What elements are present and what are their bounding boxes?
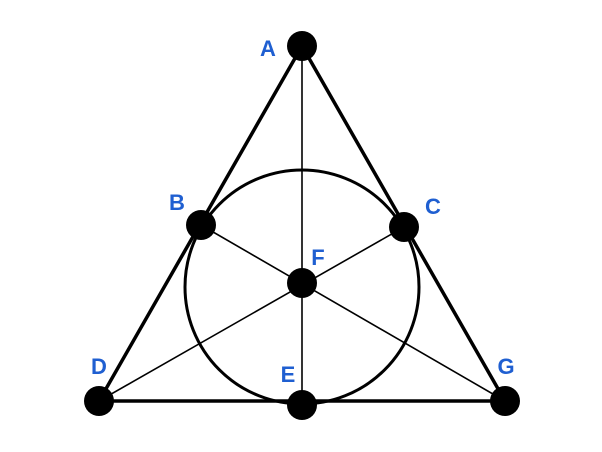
line-b-g xyxy=(200,224,506,402)
nodes-layer xyxy=(84,31,520,420)
node-c xyxy=(389,212,419,242)
node-label-c: C xyxy=(425,194,441,219)
node-label-b: B xyxy=(169,190,185,215)
node-label-f: F xyxy=(311,245,324,270)
lines-layer xyxy=(97,44,507,406)
node-label-a: A xyxy=(260,36,276,61)
line-c-d xyxy=(98,226,405,402)
node-label-e: E xyxy=(281,362,296,387)
node-label-d: D xyxy=(91,354,107,379)
labels-layer: A B C D E F G xyxy=(91,36,515,387)
node-f xyxy=(287,268,317,298)
node-g xyxy=(490,386,520,416)
node-d xyxy=(84,386,114,416)
node-e xyxy=(287,390,317,420)
node-label-g: G xyxy=(497,354,514,379)
node-b xyxy=(186,210,216,240)
node-a xyxy=(287,31,317,61)
